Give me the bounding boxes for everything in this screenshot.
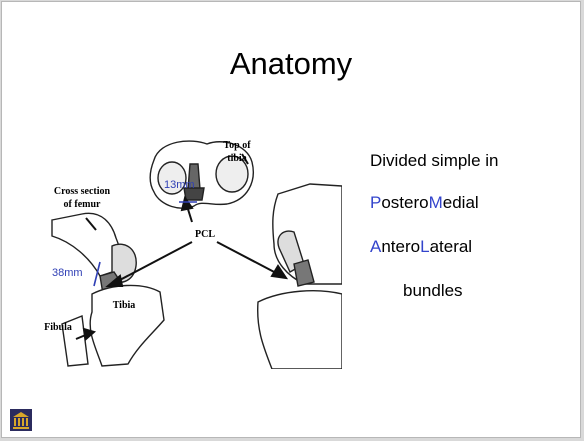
left-knee-drawing xyxy=(52,213,164,366)
cross-section-label-2: of femur xyxy=(64,199,101,210)
knee-anatomy-illustration: Top of tibia Cross section of femur PCL … xyxy=(42,134,342,369)
posteromedial-part-1: ostero xyxy=(381,193,428,212)
bullet-bundles: bundles xyxy=(403,280,463,302)
bullet-posteromedial: PosteroMedial xyxy=(370,192,479,214)
length-measurement-label: 38mm xyxy=(52,267,83,279)
institution-building-icon xyxy=(10,409,32,431)
posteromedial-initial-m: M xyxy=(429,193,443,212)
tibia-plateau-drawing xyxy=(150,141,253,208)
bullet-divided: Divided simple in xyxy=(370,150,499,172)
cross-section-label-1: Cross section xyxy=(54,186,111,197)
anterolateral-part-1: ntero xyxy=(381,237,420,256)
top-of-tibia-label-1: Top of xyxy=(223,140,251,151)
anterolateral-initial-l: L xyxy=(420,237,429,256)
anterolateral-initial-a: A xyxy=(370,237,381,256)
slide-title: Anatomy xyxy=(2,46,580,82)
fibula-label: Fibula xyxy=(44,322,72,333)
top-of-tibia-label-2: tibia xyxy=(227,153,246,164)
posteromedial-part-2: edial xyxy=(443,193,479,212)
right-knee-drawing xyxy=(258,184,342,369)
posteromedial-initial-p: P xyxy=(370,193,381,212)
anterolateral-part-2: ateral xyxy=(430,237,473,256)
pcl-label: PCL xyxy=(195,229,215,240)
tibia-label: Tibia xyxy=(113,300,136,311)
width-measurement-label: 13mm xyxy=(164,179,195,191)
knee-anatomy-figure: Top of tibia Cross section of femur PCL … xyxy=(42,134,342,369)
bullet-anterolateral: AnteroLateral xyxy=(370,236,472,258)
